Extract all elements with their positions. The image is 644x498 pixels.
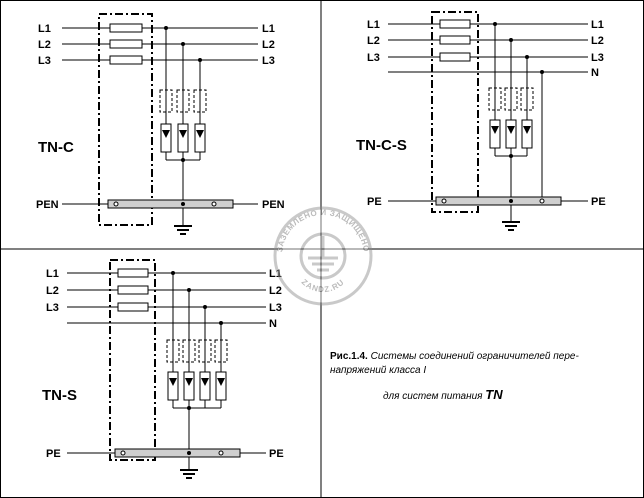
panel-tn-c-s: L1 L2 L3 L1 L2 L3 N PE PE TN-C-S [356,11,606,231]
caption-label: Рис.1.4. [330,351,368,362]
caption-line3-emph: TN [485,387,503,402]
tn-c-s-left-label: L2 [367,35,380,47]
tn-s-right-label: L3 [269,302,282,314]
tn-s-left-label: L1 [46,268,59,280]
figure-caption-line3: для систем питания TN [383,387,503,402]
tn-c-bus-right-label: PEN [262,199,285,211]
tn-c-s-right-label: N [591,67,599,79]
tn-c-bus-left-label: PEN [36,199,59,211]
tn-c-right-label: L3 [262,55,275,67]
tn-s-right-label: L2 [269,285,282,297]
tn-s-left-label: L2 [46,285,59,297]
bus-bar-tn-s [114,448,241,458]
tn-s-right-label: L1 [269,268,282,280]
caption-line3-prefix: для систем питания [383,391,483,402]
tn-c-s-bus-left-label: PE [367,196,382,208]
bus-bar-tn-c-s [435,196,562,206]
tn-s-title: TN-S [42,387,77,404]
caption-line2: напряжений класса I [330,365,427,376]
tn-s-right-label: N [269,318,277,330]
tn-s-bus-right-label: PE [269,448,284,460]
caption-line1: Системы соединений ограничителей пере- [370,351,579,362]
tn-c-right-label: L1 [262,23,275,35]
tn-s-bus-left-label: PE [46,448,61,460]
tn-c-left-label: L1 [38,23,51,35]
tn-c-left-label: L2 [38,39,51,51]
tn-c-title: TN-C [38,139,74,156]
tn-c-left-label: L3 [38,55,51,67]
panel-tn-c: L1 L2 L3 L1 L2 L3 PEN PEN TN-C [36,13,285,235]
tn-c-s-title: TN-C-S [356,137,407,154]
tn-c-s-left-label: L3 [367,52,380,64]
tn-c-s-right-label: L1 [591,19,604,31]
watermark-logo: ЗАЗЕМЛЕНО И ЗАЩИЩЕНО ZANDZ.RU [273,206,373,306]
bus-bar-tn-c [107,199,234,209]
tn-c-s-left-label: L1 [367,19,380,31]
panel-tn-s: L1 L2 L3 L1 L2 L3 N PE PE TN-S [42,259,284,479]
tn-c-s-bus-right-label: PE [591,196,606,208]
figure-caption: Рис.1.4. Системы соединений ограничителе… [330,350,630,378]
tn-c-right-label: L2 [262,39,275,51]
tn-c-s-right-label: L3 [591,52,604,64]
ground-icon [308,236,338,272]
tn-s-left-label: L3 [46,302,59,314]
tn-c-s-right-label: L2 [591,35,604,47]
